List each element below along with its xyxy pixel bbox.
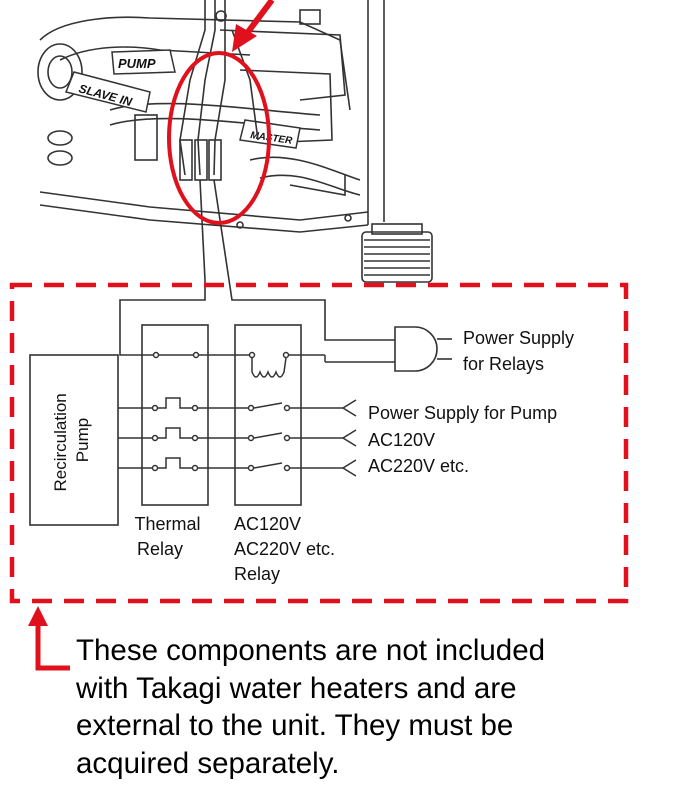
note-line-3: external to the unit. They must be [76, 709, 514, 742]
pump-supply-terminal-2 [341, 429, 357, 447]
pump-tag [111, 49, 176, 75]
pump-supply-terminal-1 [341, 399, 357, 417]
note-line-4: acquired separately. [76, 746, 340, 780]
connector-tags [64, 49, 301, 149]
thermal-relay-box [141, 324, 209, 506]
recirculation-pump-box [29, 354, 119, 526]
pump-line-2 [118, 427, 343, 442]
voltage-relay-label: AC120V AC220V etc. Relay [234, 514, 340, 584]
relay-circuit [118, 351, 395, 477]
pump-supply-terminal-3 [341, 459, 357, 477]
relay-plug [394, 326, 452, 372]
slave-in-tag [64, 71, 151, 113]
note-line-1: These components are not included [76, 634, 546, 667]
external-components-box [9, 282, 629, 604]
callout-arrow [28, 606, 70, 671]
highlight-circle [167, 51, 271, 225]
external-components-note: These components are not included with T… [76, 632, 666, 782]
pump-tag-label: PUMP [118, 56, 156, 71]
note-line-2: with Takagi water heaters and are [76, 671, 517, 705]
voltage-relay-box [234, 324, 302, 506]
pump-line-1 [118, 397, 343, 412]
pump-line-3 [118, 457, 343, 472]
thermal-relay-label: Thermal Relay [134, 514, 205, 559]
relay-supply-label: Power Supply for Relays [463, 328, 579, 374]
pump-supply-label: Power Supply for Pump AC120V AC220V etc. [368, 403, 562, 476]
highlight-arrow [232, 0, 275, 52]
recirculation-pump-label: Recirculation Pump [51, 389, 92, 492]
